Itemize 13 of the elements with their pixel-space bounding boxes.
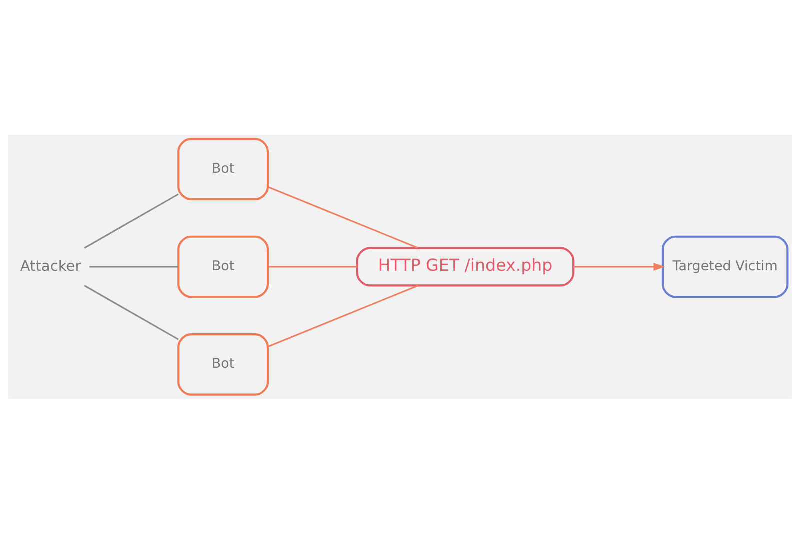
connector xyxy=(90,266,179,268)
arrow xyxy=(574,263,666,271)
node-box: Bot xyxy=(178,334,270,396)
node-text: Attacker xyxy=(20,258,82,275)
connector xyxy=(84,194,179,249)
node-box: Bot xyxy=(178,138,270,200)
node-box: Targeted Victim xyxy=(662,236,789,298)
connector xyxy=(268,186,418,249)
connector xyxy=(268,266,358,268)
node-box: Bot xyxy=(178,236,270,298)
connector xyxy=(84,285,179,340)
node-box: HTTP GET /index.php xyxy=(356,247,575,287)
connector xyxy=(268,285,418,348)
